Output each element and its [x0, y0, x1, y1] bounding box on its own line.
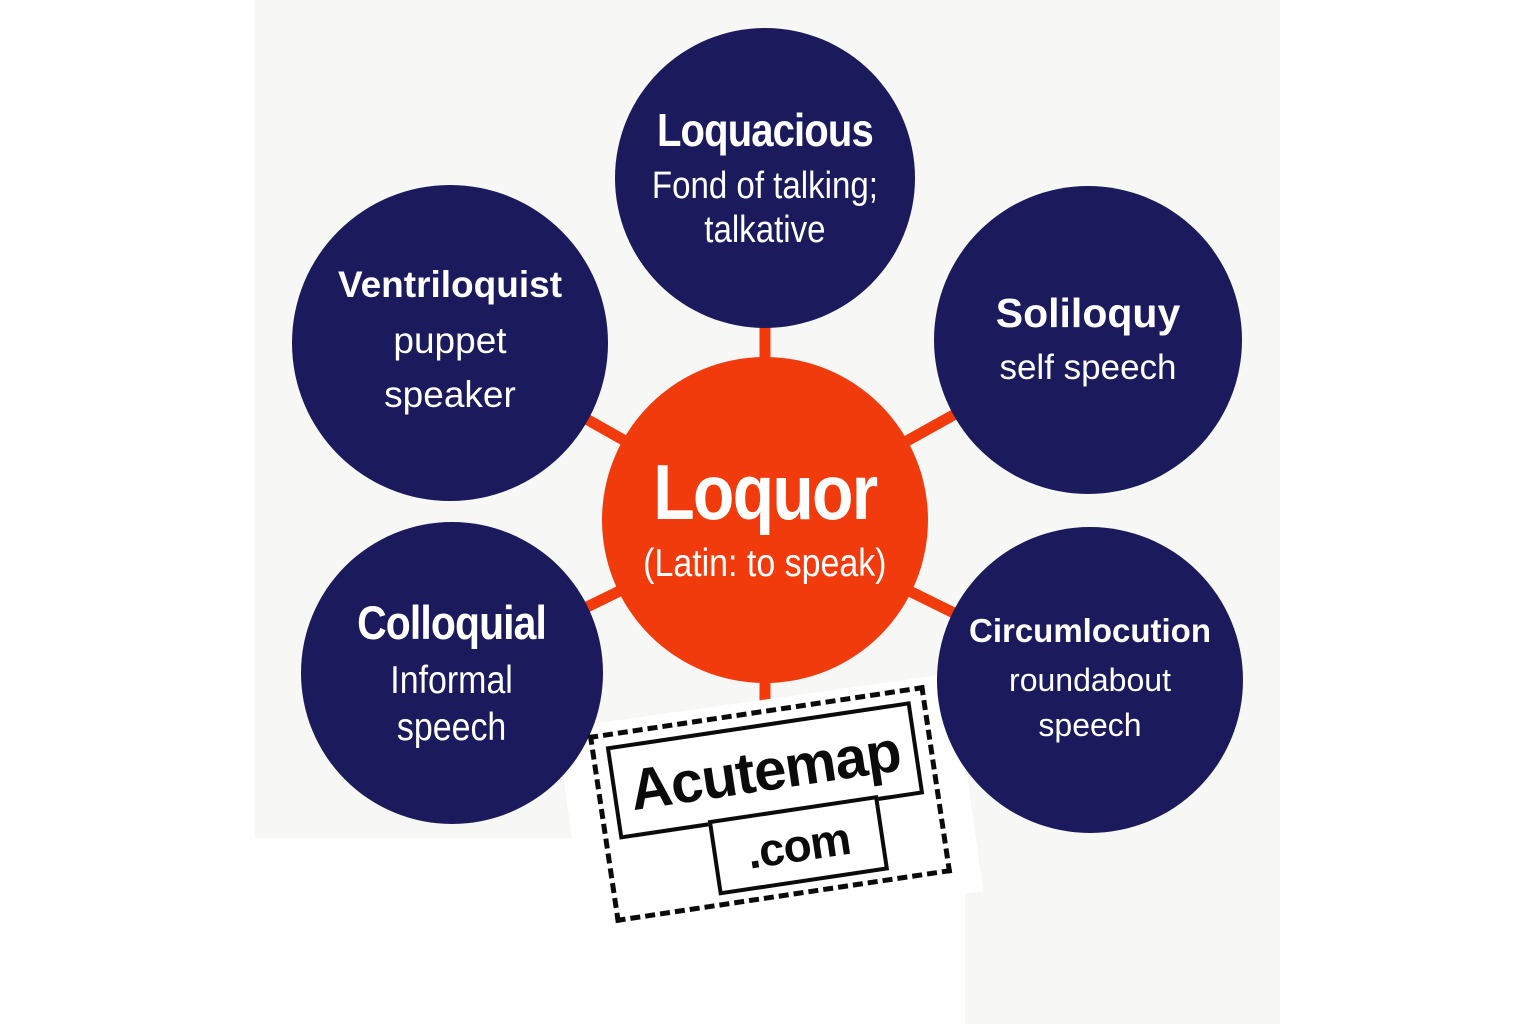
node-subtitle: Fond of talking; talkative: [651, 165, 879, 251]
node-title: Circumlocution: [968, 612, 1211, 650]
node-title: Colloquial: [357, 595, 548, 649]
node-center-loquor: Loquor (Latin: to speak): [602, 357, 928, 683]
center-subtitle: (Latin: to speak): [643, 541, 887, 585]
node-subtitle: roundabout speech: [1009, 662, 1171, 743]
center-title: Loquor: [653, 447, 878, 536]
node-ventriloquist: Ventriloquist puppet speaker: [292, 185, 608, 501]
node-subtitle: Informal speech: [390, 658, 514, 749]
node-circumlocution: Circumlocution roundabout speech: [937, 527, 1243, 833]
node-loquacious: Loquacious Fond of talking; talkative: [615, 28, 915, 328]
node-subtitle: puppet speaker: [384, 320, 516, 415]
node-title: Loquacious: [657, 104, 874, 157]
node-title: Ventriloquist: [337, 264, 563, 306]
node-soliloquy: Soliloquy self speech: [934, 186, 1242, 494]
node-colloquial: Colloquial Informal speech: [301, 522, 603, 824]
node-title: Soliloquy: [995, 289, 1181, 336]
node-subtitle: self speech: [999, 347, 1177, 387]
